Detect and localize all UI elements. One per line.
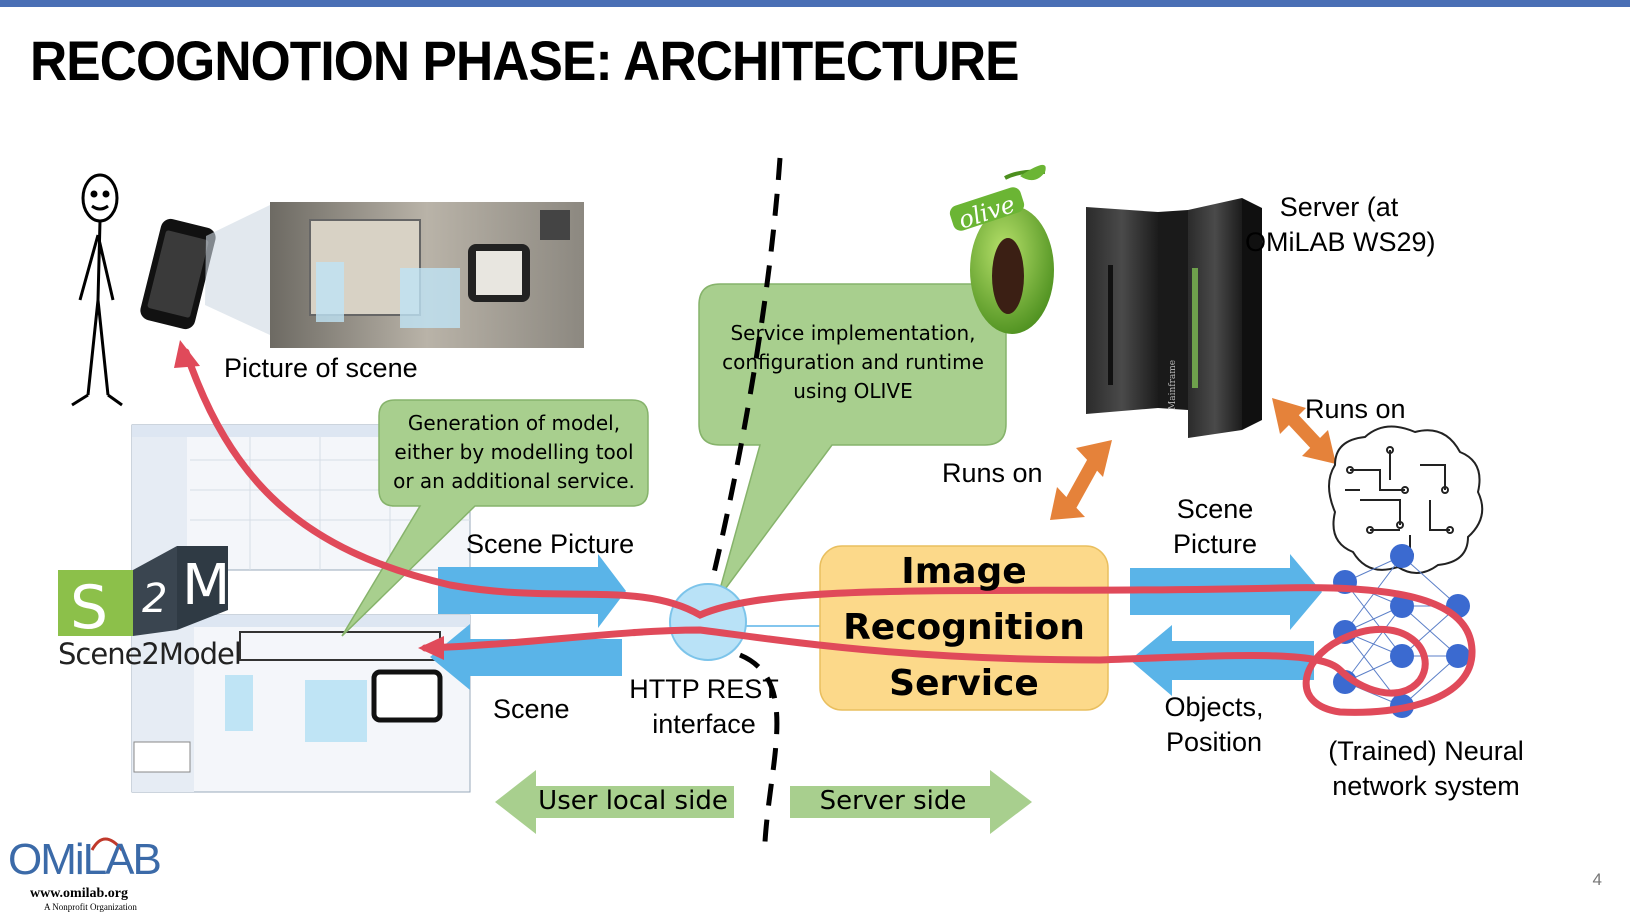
arrow-server-side-shape [790,770,1032,834]
scene-picture-right-line-1: Scene [1176,494,1254,524]
http-rest-interface-node [669,583,747,661]
callout-service-text: Service implementation, configuration an… [702,319,1004,406]
logo-letter-m: M [182,553,230,618]
neural-network-label: (Trained) Neural network system [1328,734,1524,804]
logo-number-2: 2 [142,576,167,622]
page-number: 4 [1592,870,1602,889]
arrow-objects-to-service [1130,625,1314,696]
service-line-1: Image [901,551,1027,592]
server-label-line-1: Server (at [1279,192,1399,222]
neural-network-line-2: network system [1332,771,1520,801]
objects-position-line-2: Position [1165,727,1263,757]
objects-position-label: Objects, Position [1158,690,1270,760]
callout-generation-line-2: either by modelling tool [394,440,634,464]
runs-on-left-label: Runs on [942,458,1043,488]
callout-service-line-3: using OLIVE [793,379,913,403]
scene-picture-right-label: Scene Picture [1160,492,1270,562]
server-label-line-2: OMiLAB WS29) [1245,227,1436,257]
arrow-user-local-side-shape [495,770,734,834]
scene2model-wordmark: Scene2Model [58,637,242,671]
omilab-logo-arc [90,837,124,851]
http-rest-line-2: interface [652,709,756,739]
process-flow-arrowhead-model [418,636,444,660]
scene2model-logo: S 2 M [58,546,230,643]
callout-generation-line-3: or an additional service. [393,469,635,493]
scene-photo [270,202,584,348]
callout-generation-text: Generation of model, either by modelling… [382,409,646,496]
smartphone-icon [140,218,216,330]
omilab-subtitle: A Nonprofit Organization [44,902,137,912]
server-side-label: Server side [819,786,967,816]
local-server-divider [702,157,783,843]
callout-service-line-1: Service implementation, [730,321,976,345]
neural-network-line-1: (Trained) Neural [1328,736,1524,766]
http-rest-label: HTTP REST interface [618,672,790,742]
slide-title: RECOGNOTION PHASE: ARCHITECTURE [30,29,1019,92]
olive-logo: olive [949,164,1054,334]
stick-figure-icon [71,173,123,407]
brain-circuit-icon [1328,425,1484,574]
objects-position-line-1: Objects, [1164,692,1264,722]
process-flow-arrowhead-phone [174,340,200,368]
user-local-side-label: User local side [538,786,728,816]
callout-service-line-2: configuration and runtime [722,350,984,374]
scene-picture-left-label: Scene Picture [466,529,635,559]
scene-left-label: Scene [493,694,570,724]
camera-view-cone [205,205,270,335]
logo-letter-s: S [70,573,108,643]
http-rest-line-1: HTTP REST [629,674,779,704]
modelling-tool-screenshot-bottom [131,614,471,793]
scene-picture-right-line-2: Picture [1172,529,1258,559]
top-accent-bar [0,0,1630,7]
runs-on-arrow-service [1050,440,1112,520]
service-line-3: Service [889,663,1039,704]
picture-of-scene-label: Picture of scene [224,353,418,383]
omilab-url: www.omilab.org [30,886,128,901]
process-flow-path [182,348,1476,716]
runs-on-right-label: Runs on [1305,394,1406,424]
image-recognition-service-text: Image Recognition Service [820,546,1108,710]
runs-on-arrow-network [1272,398,1336,464]
neural-network-icon [1333,544,1470,718]
server-icon: Mainframe [1086,198,1262,438]
callout-generation-line-1: Generation of model, [407,411,621,435]
omilab-logo-text: OMiLAB [8,835,162,884]
service-line-2: Recognition [843,607,1085,648]
server-brand-text: Mainframe [1168,360,1178,410]
server-label: Server (at OMiLAB WS29) [1245,190,1436,260]
